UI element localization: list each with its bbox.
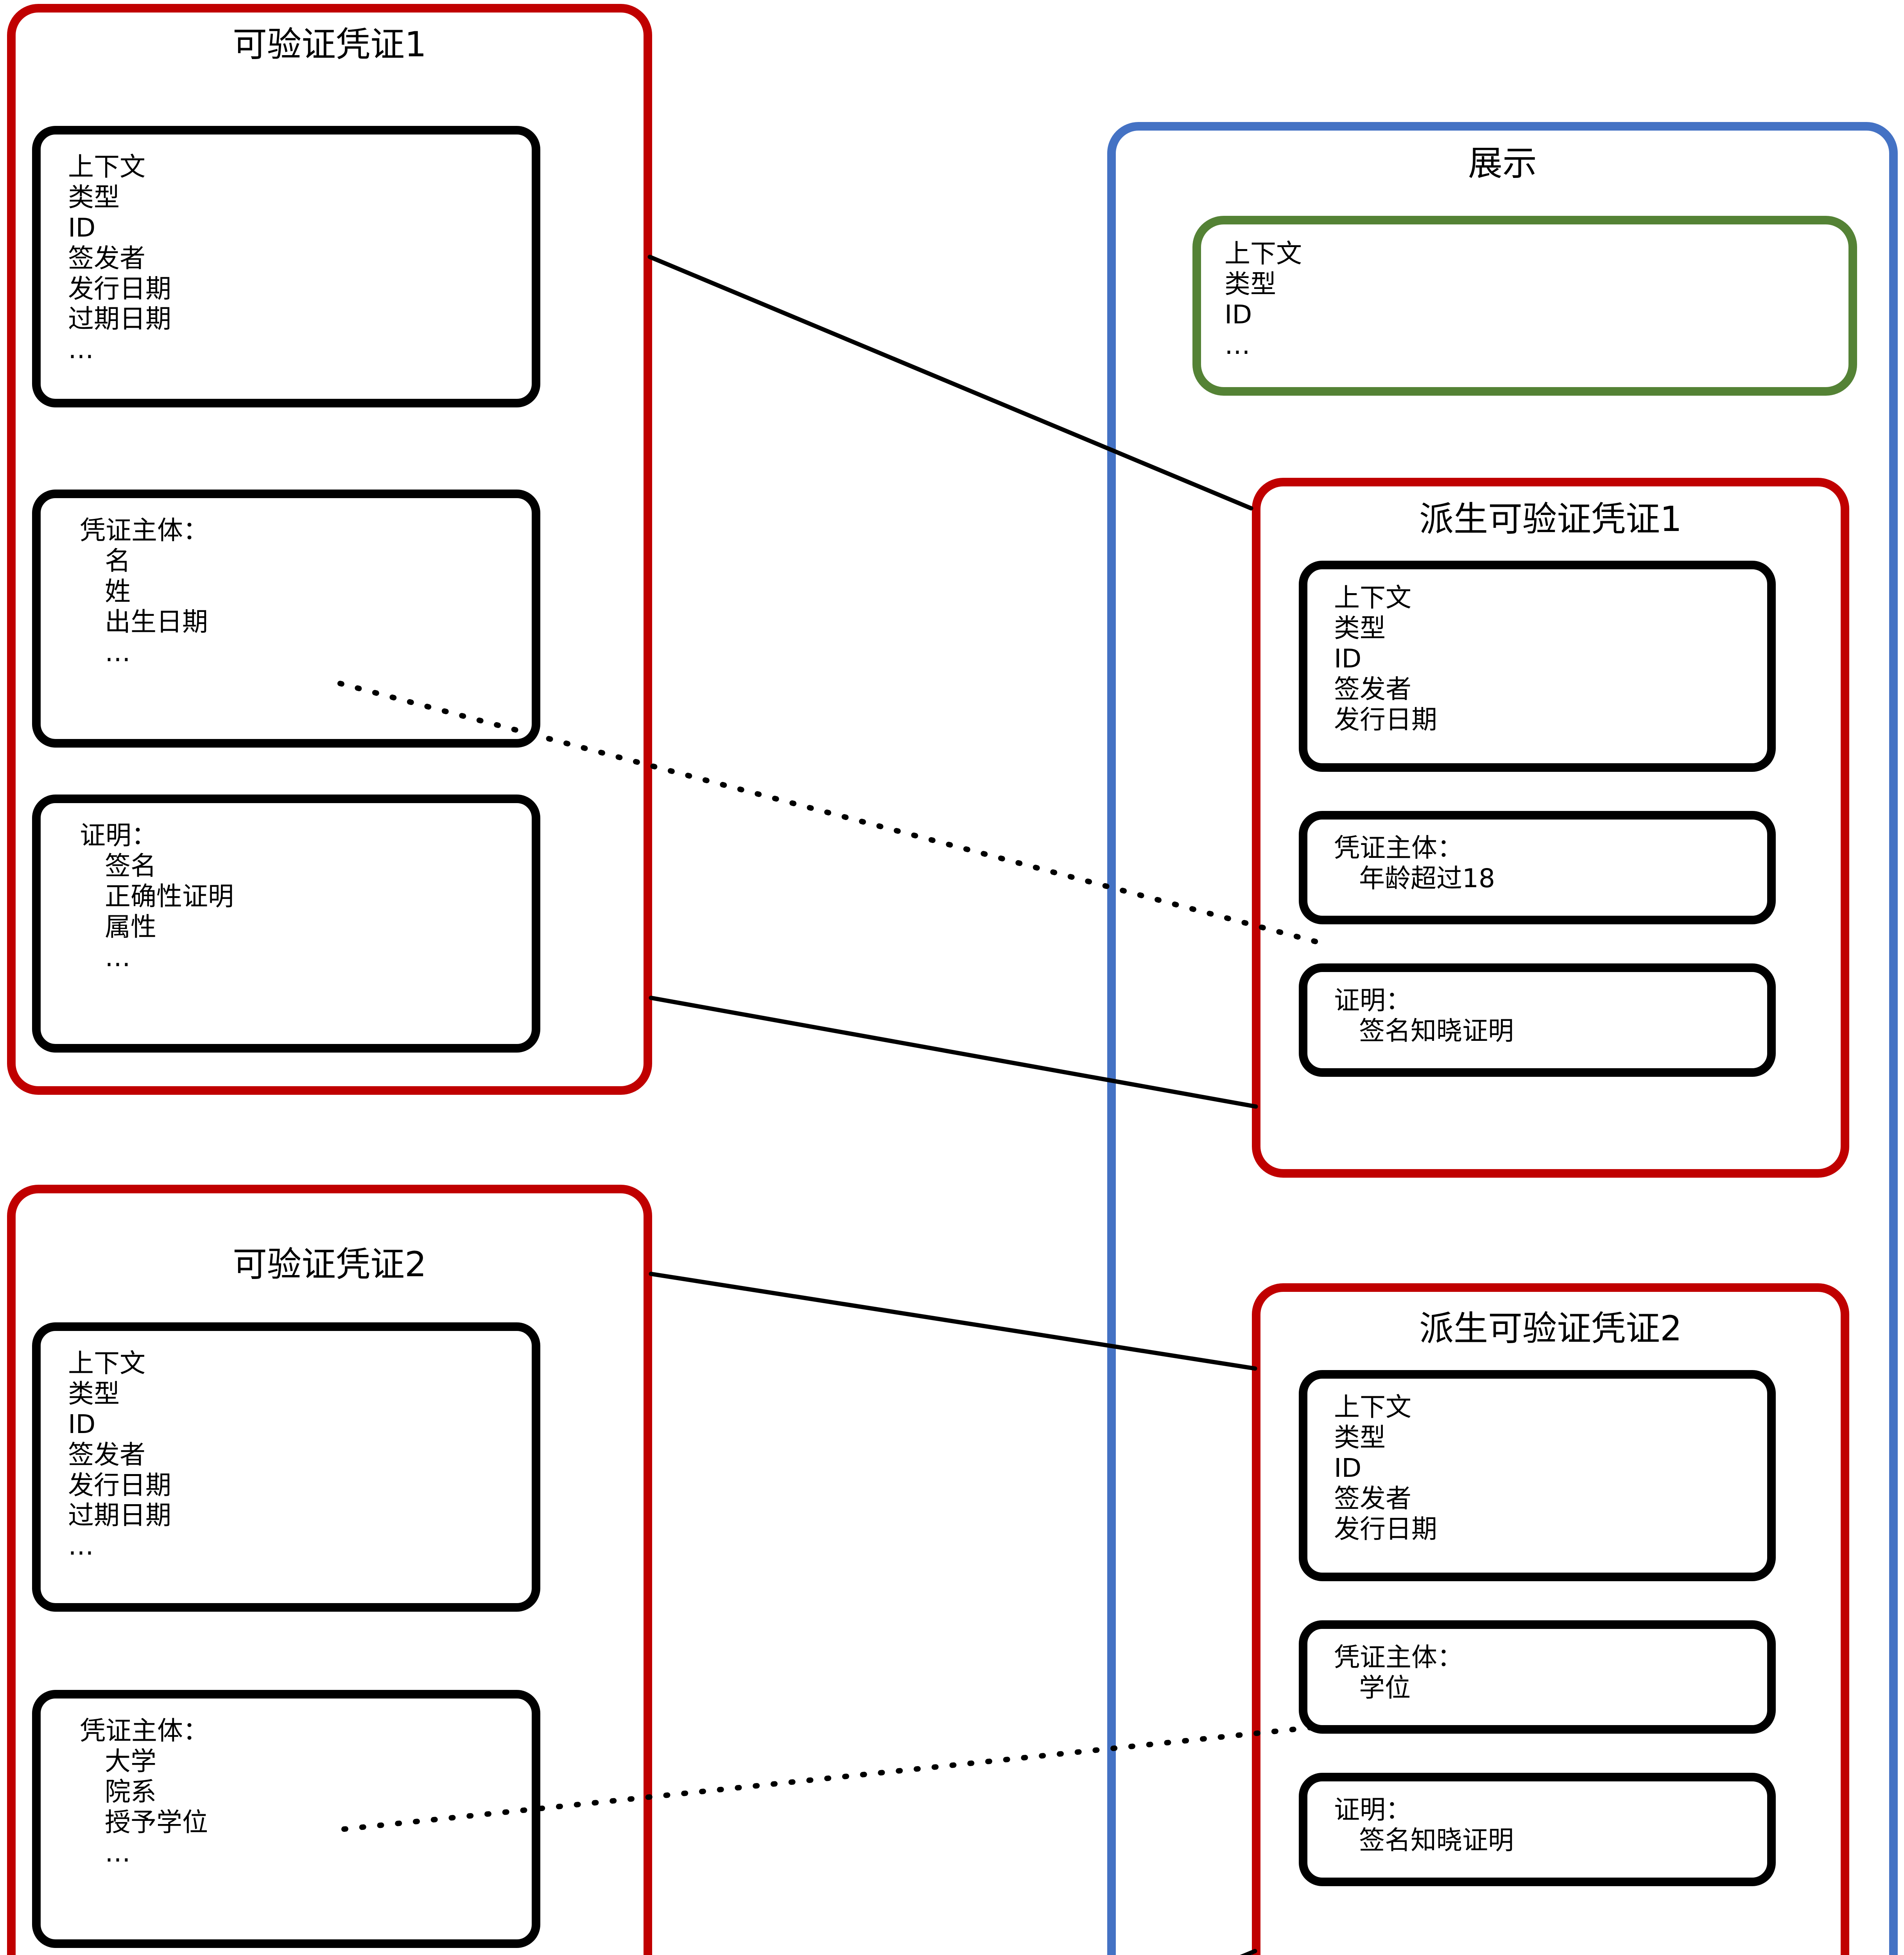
line-type: 类型 <box>68 182 120 212</box>
card-presentation-metadata: 上下文 类型 ID … <box>1192 216 1857 396</box>
group-title-derived1: 派生可验证凭证1 <box>1419 499 1682 539</box>
group-verifiable-credential-1: 可验证凭证1 上下文 类型 ID 签发者 发行日期 过期日期 … 凭证主体： 名… <box>7 4 652 1095</box>
line-issuance-date: 发行日期 <box>1334 704 1437 735</box>
line-proof: 证明： <box>1334 1795 1411 1825</box>
line-credential-subject: 凭证主体： <box>1334 833 1463 863</box>
line-type: 类型 <box>1334 613 1386 643</box>
card-derived1-metadata-lines: 上下文 类型 ID 签发者 发行日期 <box>1334 583 1437 735</box>
line-issuer: 签发者 <box>1334 674 1411 704</box>
group-title-derived2: 派生可验证凭证2 <box>1419 1308 1682 1349</box>
card-vc1-subject-lines: 凭证主体： 名 姓 出生日期 … <box>80 515 209 667</box>
card-derived1-metadata: 上下文 类型 ID 签发者 发行日期 <box>1299 561 1776 772</box>
line-ellipsis: … <box>105 637 131 667</box>
line-type: 类型 <box>1334 1422 1386 1453</box>
card-derived2-subject-lines: 凭证主体： 学位 <box>1334 1642 1463 1703</box>
line-correctness-proof: 正确性证明 <box>105 881 234 911</box>
card-derived2-proof: 证明： 签名知晓证明 <box>1299 1773 1776 1886</box>
line-id: ID <box>68 1409 96 1439</box>
line-issuance-date: 发行日期 <box>68 1470 171 1500</box>
line-degree: 学位 <box>1359 1672 1411 1703</box>
card-derived2-metadata-lines: 上下文 类型 ID 签发者 发行日期 <box>1334 1392 1437 1544</box>
card-vc1-proof-lines: 证明： 签名 正确性证明 属性 … <box>80 820 234 972</box>
line-age-over-18: 年龄超过18 <box>1359 863 1495 893</box>
card-vc1-proof: 证明： 签名 正确性证明 属性 … <box>32 795 540 1053</box>
line-ellipsis: … <box>105 1837 131 1868</box>
card-derived2-metadata: 上下文 类型 ID 签发者 发行日期 <box>1299 1370 1776 1581</box>
card-vc1-metadata-lines: 上下文 类型 ID 签发者 发行日期 过期日期 … <box>68 152 171 365</box>
line-id: ID <box>1225 299 1252 330</box>
line-issuer: 签发者 <box>68 1439 145 1470</box>
group-presentation: 展示 上下文 类型 ID … 派生可验证凭证1 上下文 类型 ID 签发者 发行… <box>1107 122 1898 1955</box>
line-issuer: 签发者 <box>1334 1483 1411 1514</box>
line-credential-subject: 凭证主体： <box>80 515 209 545</box>
group-derived-credential-1: 派生可验证凭证1 上下文 类型 ID 签发者 发行日期 凭证主体： 年龄超过18 <box>1252 478 1849 1178</box>
line-proof: 证明： <box>1334 985 1411 1015</box>
line-university: 大学 <box>105 1746 156 1776</box>
line-expiration-date: 过期日期 <box>68 304 171 334</box>
line-birth-date: 出生日期 <box>105 606 208 637</box>
card-derived2-proof-lines: 证明： 签名知晓证明 <box>1334 1795 1514 1856</box>
line-proof: 证明： <box>80 820 157 850</box>
card-derived1-proof-lines: 证明： 签名知晓证明 <box>1334 985 1514 1046</box>
line-context: 上下文 <box>1225 239 1302 269</box>
group-derived-credential-2: 派生可验证凭证2 上下文 类型 ID 签发者 发行日期 凭证主体： 学位 <box>1252 1283 1849 1955</box>
line-context: 上下文 <box>1334 583 1411 613</box>
card-derived1-proof: 证明： 签名知晓证明 <box>1299 963 1776 1077</box>
line-credential-subject: 凭证主体： <box>1334 1642 1463 1672</box>
line-type: 类型 <box>68 1378 120 1409</box>
group-title-presentation: 展示 <box>1468 143 1537 183</box>
group-verifiable-credential-2: 可验证凭证2 上下文 类型 ID 签发者 发行日期 过期日期 … 凭证主体： 大… <box>7 1185 652 1955</box>
card-vc2-credential-subject: 凭证主体： 大学 院系 授予学位 … <box>32 1690 540 1948</box>
line-awarded-degree: 授予学位 <box>105 1807 208 1837</box>
line-expiration-date: 过期日期 <box>68 1500 171 1531</box>
line-issuance-date: 发行日期 <box>68 273 171 304</box>
line-ellipsis: … <box>1225 330 1251 360</box>
line-ellipsis: … <box>68 334 95 365</box>
line-credential-subject: 凭证主体： <box>80 1716 209 1746</box>
line-type: 类型 <box>1225 269 1276 299</box>
line-signature-knowledge-proof: 签名知晓证明 <box>1359 1015 1514 1046</box>
line-id: ID <box>68 212 96 243</box>
line-id: ID <box>1334 643 1362 674</box>
line-issuance-date: 发行日期 <box>1334 1514 1437 1544</box>
group-title-vc1: 可验证凭证1 <box>233 24 427 65</box>
line-attributes: 属性 <box>105 911 156 942</box>
line-faculty: 院系 <box>105 1776 156 1807</box>
line-id: ID <box>1334 1453 1362 1483</box>
card-vc2-metadata: 上下文 类型 ID 签发者 发行日期 过期日期 … <box>32 1322 540 1612</box>
group-title-vc2: 可验证凭证2 <box>233 1244 427 1284</box>
line-context: 上下文 <box>1334 1392 1411 1422</box>
line-signature-knowledge-proof: 签名知晓证明 <box>1359 1825 1514 1855</box>
line-context: 上下文 <box>68 1348 145 1378</box>
line-family-name: 姓 <box>105 576 131 606</box>
line-context: 上下文 <box>68 152 145 182</box>
card-vc1-credential-subject: 凭证主体： 名 姓 出生日期 … <box>32 490 540 748</box>
card-presentation-metadata-lines: 上下文 类型 ID … <box>1225 239 1302 361</box>
line-ellipsis: … <box>105 942 131 972</box>
card-derived2-credential-subject: 凭证主体： 学位 <box>1299 1620 1776 1734</box>
line-issuer: 签发者 <box>68 243 145 273</box>
line-given-name: 名 <box>105 545 131 576</box>
card-derived1-credential-subject: 凭证主体： 年龄超过18 <box>1299 811 1776 924</box>
card-vc2-subject-lines: 凭证主体： 大学 院系 授予学位 … <box>80 1716 209 1868</box>
card-vc1-metadata: 上下文 类型 ID 签发者 发行日期 过期日期 … <box>32 126 540 407</box>
line-ellipsis: … <box>68 1531 95 1561</box>
line-signature: 签名 <box>105 850 156 881</box>
card-vc2-metadata-lines: 上下文 类型 ID 签发者 发行日期 过期日期 … <box>68 1348 171 1561</box>
card-derived1-subject-lines: 凭证主体： 年龄超过18 <box>1334 833 1495 894</box>
